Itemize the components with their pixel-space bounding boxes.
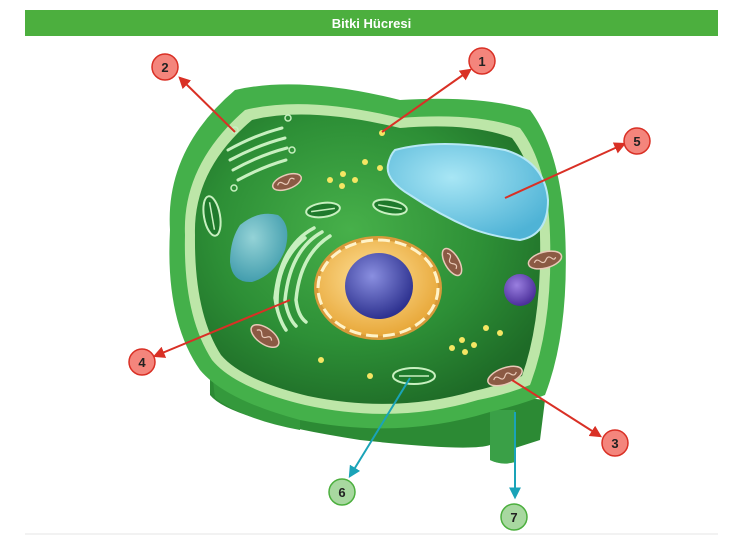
granules [318,130,503,379]
label-badge-7: 7 [500,503,528,531]
label-badge-5: 5 [623,127,651,155]
label-badge-2: 2 [151,53,179,81]
chloroplasts [202,195,436,385]
arrow-4 [152,299,291,358]
lysosome [504,274,536,306]
svg-text:1: 1 [478,54,485,69]
svg-text:2: 2 [161,60,168,75]
svg-text:6: 6 [338,485,345,500]
svg-text:5: 5 [633,134,640,149]
title-bar: Bitki Hücresi [25,10,718,36]
mitochondria [250,172,563,387]
arrow-5 [504,142,627,199]
svg-text:4: 4 [138,355,146,370]
arrow-6 [348,377,411,479]
small-vacuole [230,213,288,283]
nucleus [314,236,442,340]
arrow-3 [511,379,603,438]
arrow-2 [178,76,236,133]
label-arrows [152,68,627,500]
nucleolus [345,253,413,319]
label-badge-6: 6 [328,478,356,506]
label-badge-3: 3 [601,429,629,457]
svg-text:7: 7 [510,510,517,525]
page-title: Bitki Hücresi [331,15,412,31]
endoplasmic-reticulum [273,226,332,332]
golgi-apparatus [226,114,296,192]
central-vacuole [386,143,550,242]
svg-text:3: 3 [611,436,618,451]
label-badge-4: 4 [128,348,156,376]
label-badge-1: 1 [468,47,496,75]
arrow-1 [381,68,472,133]
